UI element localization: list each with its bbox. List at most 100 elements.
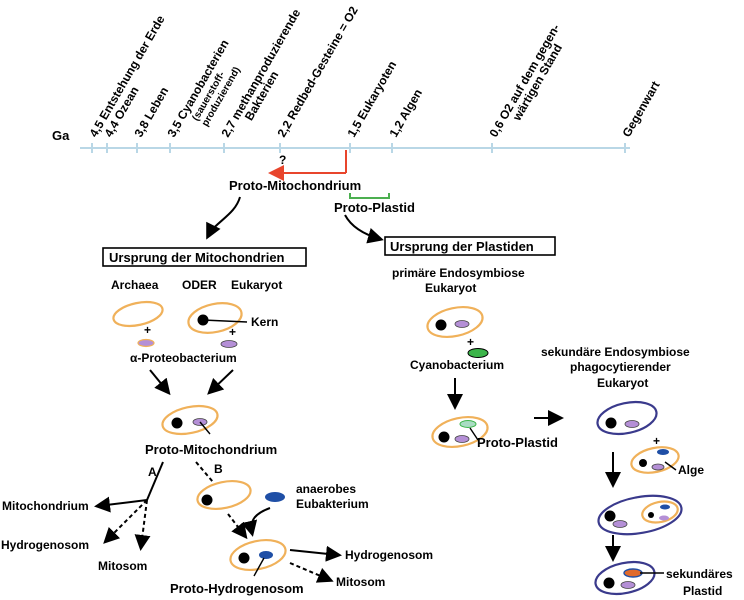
timeline-label: 1,2 Algen (386, 87, 425, 140)
secondary-plastid-cell (594, 560, 656, 596)
nucleus-icon (605, 417, 617, 429)
path-b-label: B (214, 462, 223, 476)
path-a-label: A (148, 465, 157, 479)
kern-label: Kern (251, 315, 278, 329)
alpha-proteobacterium-icon-2 (220, 340, 238, 348)
mitochondrium-icon (612, 520, 628, 528)
hydrogenosom-label: Hydrogenosom (1, 538, 89, 552)
time-arrow: ? (268, 150, 347, 181)
secondary-plastid-icon (623, 568, 643, 578)
primary-endosymbiosis-label: primäre Endosymbiose (392, 266, 525, 280)
mitochondrium-icon (624, 420, 640, 428)
left-proto-mito-label: Proto-Mitochondrium (145, 442, 277, 457)
path-a-to-mito (94, 496, 148, 513)
nucleus-icon (639, 459, 647, 467)
timeline-label: 4,5 Entstehung der Erde (86, 13, 167, 140)
uncertainty-mark: ? (279, 153, 286, 167)
mitochondrium-icon (651, 463, 665, 471)
phagocyte-cell (596, 400, 658, 436)
arrow-eubacterium (241, 507, 271, 537)
timeline-label-group: Gegenwart (619, 79, 662, 140)
alpha-proteobacterium-label: α-Proteobacterium (130, 351, 237, 365)
kern-pointer (202, 319, 248, 323)
proto-mito-cell (161, 404, 219, 436)
arrow-archaea-merge (149, 369, 171, 396)
mitosom2-label: Mitosom (336, 575, 385, 589)
arrow-to-hydrogenosom2 (289, 545, 342, 562)
chloroplast-icon (657, 449, 669, 455)
primary-host-cell (426, 306, 484, 338)
anaerobes-label: anaerobes (296, 482, 356, 496)
arrow-to-plastid-origin (344, 214, 384, 244)
timeline-label-group: 0,6 O2 auf dem gegen-wärtigen Stand (486, 22, 565, 140)
mitochondrium-icon (620, 581, 636, 589)
hydrogenosom2-label: Hydrogenosom (345, 548, 433, 562)
eubacterium-icon (265, 492, 285, 502)
phagocytierender-label: phagocytierender (570, 360, 671, 374)
nucleus-icon (171, 417, 183, 429)
plus-right-2: + (653, 434, 660, 448)
archaea-label: Archaea (111, 278, 159, 292)
timeline-label-group: 4,5 Entstehung der Erde (86, 13, 167, 140)
plus-left-2: + (229, 325, 236, 339)
plus-left-1: + (144, 323, 151, 337)
mito-origin-title: Ursprung der Mitochondrien (109, 250, 285, 265)
arrow-eukaryote-merge (207, 369, 234, 395)
nucleus-icon (201, 494, 213, 506)
cyanobacterium-label: Cyanobacterium (410, 358, 504, 372)
path-a-line (146, 461, 164, 501)
top-proto-plastid-label: Proto-Plastid (334, 200, 415, 215)
right-proto-plastid-label: Proto-Plastid (477, 435, 558, 450)
plastid-origin-box (384, 236, 556, 256)
eukaryot-label: Eukaryot (231, 278, 282, 292)
nucleus-icon (238, 552, 250, 564)
timeline-label: Gegenwart (619, 79, 662, 140)
mito-origin-box (102, 247, 307, 267)
alga-cell (630, 446, 680, 474)
eukaryote-cell (187, 302, 243, 334)
primary-eukaryot-label: Eukaryot (425, 281, 476, 295)
path-a-to-hydro (103, 499, 148, 544)
top-proto-mito-label: Proto-Mitochondrium (229, 178, 361, 193)
nucleus-icon (603, 577, 615, 589)
proto-plastid-icon (459, 420, 477, 428)
mitochondrium-icon (659, 515, 669, 521)
proto-hydrogenosom-icon (259, 551, 273, 559)
arrow-to-mitosom2 (289, 562, 334, 583)
nucleus-icon (438, 431, 450, 443)
eubacterium-label: Eubakterium (296, 497, 369, 511)
oder-label: ODER (182, 278, 217, 292)
mitosom-label: Mitosom (98, 559, 147, 573)
proto-mito-pointer (199, 421, 211, 435)
path-a-to-mitosom (134, 499, 151, 551)
secondary-eukaryot-label: Eukaryot (597, 376, 648, 390)
path-b-down (227, 513, 248, 540)
arrow-to-mito-origin (206, 196, 241, 240)
plus-right-1: + (467, 335, 474, 349)
mitochondrium-icon (454, 320, 470, 328)
archaea-cell (112, 300, 164, 328)
mitochondrium-icon (454, 435, 470, 443)
nucleus-icon (648, 512, 654, 518)
alpha-proteobacterium-icon (137, 338, 155, 348)
chloroplast-icon (660, 504, 670, 510)
alge-pointer (664, 461, 677, 471)
proto-hydrogenosom-label: Proto-Hydrogenosom (170, 581, 304, 596)
timeline-label: 0,6 O2 auf dem gegen- (486, 22, 562, 140)
proto-plastid-pointer (469, 427, 479, 441)
timeline-label-group: 3,5 Cyanobacterien(sauerstoff-produziere… (164, 37, 242, 139)
timeline-unit: Ga (52, 128, 70, 143)
plastid-origin-title: Ursprung der Plastiden (390, 239, 534, 254)
timeline-label-group: 1,2 Algen (386, 87, 425, 140)
nucleus-icon (604, 510, 616, 522)
path-b-line (195, 461, 214, 483)
cyanobacterium-icon (467, 348, 489, 358)
sekundaeres-label: sekundäres (666, 567, 733, 581)
mitochondrium-label: Mitochondrium (2, 499, 89, 513)
plastid-label: Plastid (683, 584, 722, 598)
host-cell-b (196, 480, 252, 510)
nucleus-icon (435, 319, 447, 331)
